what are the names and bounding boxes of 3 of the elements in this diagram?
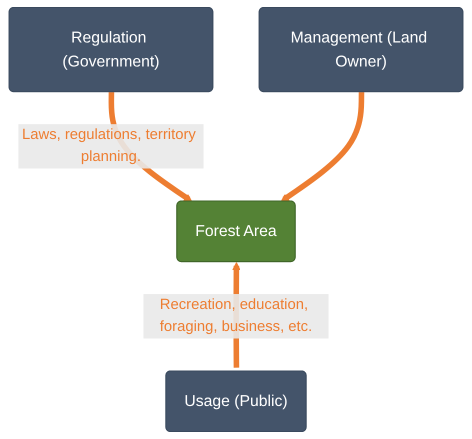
edge-label: Laws, regulations, territory planning. [22, 126, 196, 165]
edge-label: Recreation, education, foraging, business, etc. [160, 296, 312, 335]
arrow [280, 92, 364, 202]
